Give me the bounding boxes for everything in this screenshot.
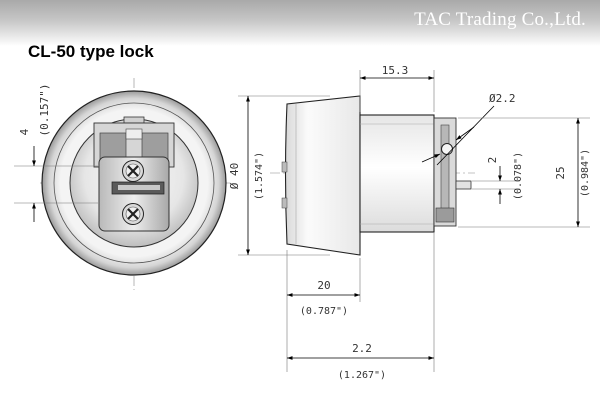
- dim-label-overall-length-in: (1.267"): [338, 370, 386, 381]
- dim-label-body-diameter-mm: Ø 40: [228, 163, 241, 190]
- dim-cam-thickness: 2 (0.078"): [472, 152, 524, 204]
- dim-label-cam-thickness-mm: 2: [486, 157, 499, 164]
- dim-pin-diameter: Ø2.2: [421, 92, 516, 166]
- dim-label-overall-length-mm: 2.2: [352, 342, 372, 355]
- dim-body-diameter: Ø 40 (1.574"): [228, 95, 330, 256]
- dim-cam-width: 25 (0.984"): [458, 117, 591, 228]
- dim-label-body-diameter-in: (1.574"): [254, 152, 265, 200]
- side-view: [270, 95, 475, 256]
- dim-label-cam-width-mm: 25: [554, 166, 567, 179]
- header-band: TAC Trading Co.,Ltd.: [0, 0, 600, 46]
- dim-overall-length: 2.2 (1.267"): [287, 232, 435, 381]
- dim-label-pin-diameter: Ø2.2: [489, 92, 516, 105]
- side-body: [359, 114, 435, 233]
- side-flange: [284, 95, 361, 256]
- dim-label-cam-thickness-in: (0.078"): [513, 152, 524, 200]
- dim-label-front-height-in: (0.157"): [38, 84, 51, 137]
- product-title: CL-50 type lock: [28, 42, 154, 61]
- company-name: TAC Trading Co.,Ltd.: [414, 9, 586, 30]
- dim-label-flange-depth-in: (0.787"): [300, 306, 348, 317]
- dim-front-height: 4 (0.157"): [14, 84, 98, 222]
- front-view: [40, 78, 232, 290]
- screw-upper: [122, 160, 144, 182]
- screw-lower: [122, 203, 144, 225]
- dim-body-length: 15.3: [359, 64, 435, 112]
- dim-label-flange-depth-mm: 20: [317, 279, 330, 292]
- side-pin: [441, 143, 453, 155]
- dim-label-body-length: 15.3: [382, 64, 409, 77]
- dim-label-front-height-mm: 4: [18, 128, 31, 135]
- dim-flange-depth: 20 (0.787"): [286, 250, 361, 372]
- dim-label-cam-width-in: (0.984"): [580, 149, 591, 197]
